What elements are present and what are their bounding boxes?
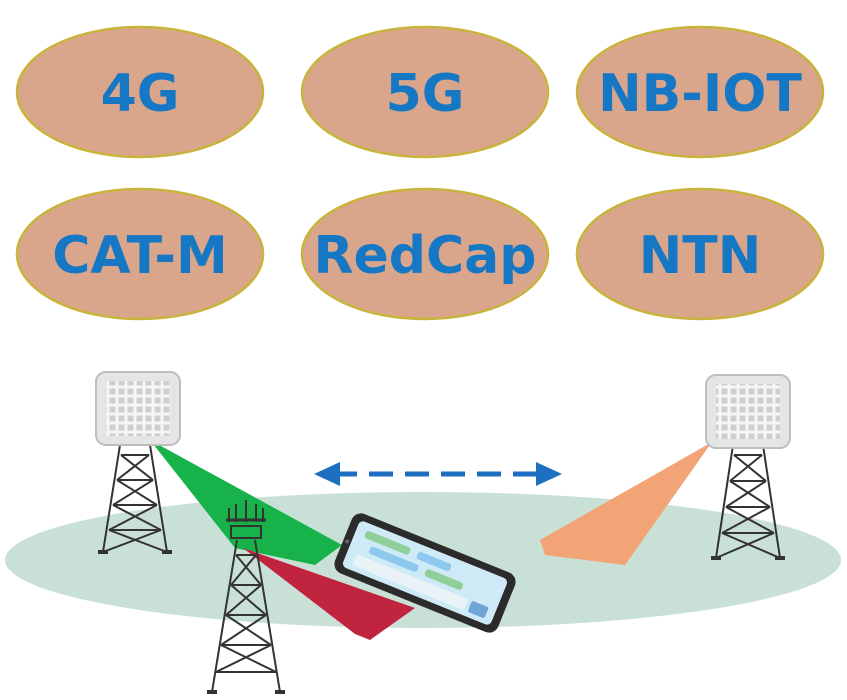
label-ntn: NTN (639, 226, 762, 286)
smartphone-icon (334, 513, 516, 633)
oval-4g: 4G (15, 25, 265, 159)
oval-5g: 5G (300, 25, 550, 159)
antenna-panel-icon (705, 374, 791, 449)
double-arrow-icon (314, 462, 562, 486)
oval-nb-iot: NB-IOT (575, 25, 825, 159)
antenna-panel-icon (95, 371, 181, 446)
lattice-tower-icon (207, 500, 285, 694)
oval-ntn: NTN (575, 187, 825, 321)
label-cat-m: CAT-M (52, 226, 228, 286)
lattice-tower-icon (711, 444, 785, 560)
label-4g: 4G (101, 64, 180, 124)
label-nb-iot: NB-IOT (598, 64, 802, 124)
label-redcap: RedCap (313, 226, 536, 286)
label-5g: 5G (386, 64, 465, 124)
lattice-tower-icon (98, 444, 172, 554)
orange-beam (540, 442, 712, 565)
oval-redcap: RedCap (300, 187, 550, 321)
oval-cat-m: CAT-M (15, 187, 265, 321)
red-beam (243, 548, 415, 640)
